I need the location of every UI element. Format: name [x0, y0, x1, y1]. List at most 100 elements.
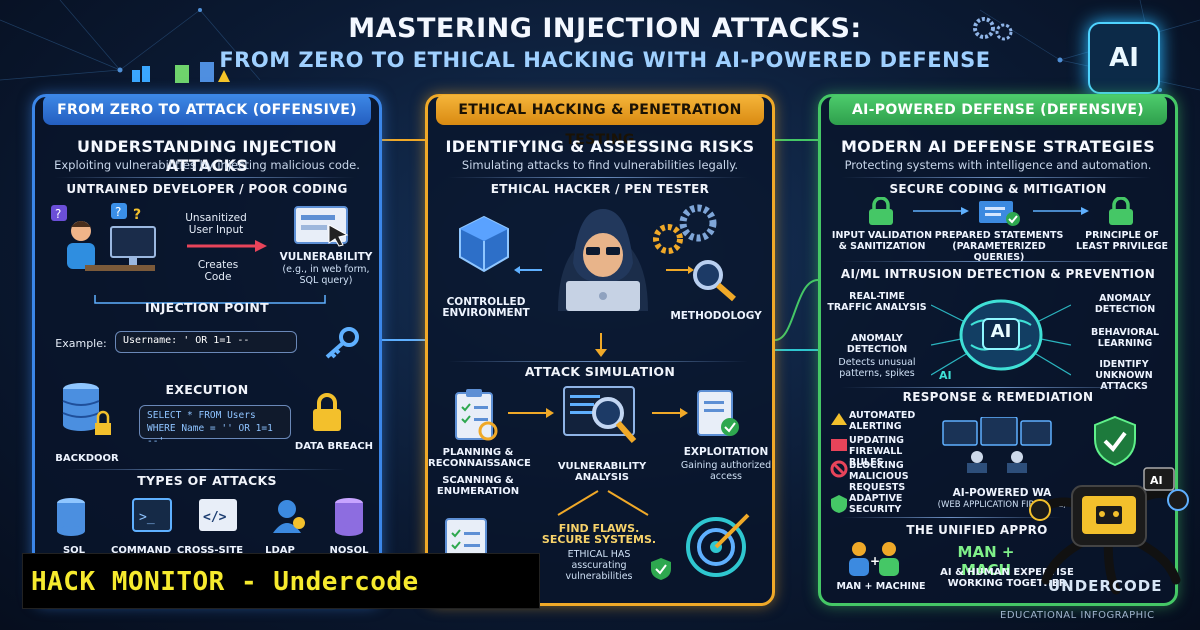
controlled-environment-label: CONTROLLED ENVIRONMENT	[442, 296, 530, 319]
vulnerability-scan-monitor-icon	[563, 386, 637, 443]
arrow-right-icon	[666, 266, 694, 274]
red-arrow-icon	[187, 240, 267, 252]
footer-caption: EDUCATIONAL INFOGRAPHIC	[1000, 610, 1155, 621]
arrow-down-icon	[595, 333, 607, 357]
svg-text:AI: AI	[1150, 474, 1163, 487]
shield-check-icon	[1094, 415, 1136, 467]
response-item-firewall: UPDATING FIREWALL RULES	[849, 435, 904, 468]
flow-return-arrow-icon	[94, 295, 326, 304]
ai-small-label: AI	[939, 369, 952, 382]
clipboard-plan-icon	[455, 389, 498, 441]
waf-label: AI-POWERED WA	[952, 487, 1052, 499]
connector-arrows-icon	[913, 207, 1089, 215]
find-flaws-label: FIND FLAWS. SECURE SYSTEMS.	[541, 522, 657, 546]
attack-type-ldap: LDAP	[265, 545, 295, 556]
tester-label: ETHICAL HACKER / PEN TESTER	[490, 182, 710, 196]
sql-database-icon	[57, 498, 85, 536]
waf-sub: (WEB APPLICATION FIREWALL)	[937, 500, 1067, 510]
response-item-blocking: BLOCKING MALICIOUS REQUESTS	[849, 460, 909, 493]
least-privilege-label: PRINCIPLE OF LEAST PRIVILEGE	[1075, 230, 1169, 252]
developer-label: UNTRAINED DEVELOPER / POOR CODING	[66, 182, 348, 196]
attack-type-command: COMMAND	[111, 545, 172, 556]
offensive-panel-heading: FROM ZERO TO ATTACK (OFFENSIVE)	[43, 95, 371, 125]
planning-label: PLANNING & RECONNAISSANCE	[428, 447, 531, 469]
padlock-icon	[313, 393, 341, 431]
ai-brain-label: AI	[990, 321, 1012, 342]
svg-text:?: ?	[133, 207, 141, 223]
gear-icon	[973, 17, 1013, 41]
security-operations-center-icon	[942, 417, 1052, 473]
undercode-brand: UNDERCODE	[1048, 577, 1163, 595]
padlock-green-icon	[869, 197, 893, 225]
vulnerability-sub: (e.g., in web form, SQL query)	[282, 264, 370, 286]
converging-arrows-icon	[557, 490, 649, 516]
human-expertise-label: AI & HUMAN EXPERTISE WORKING TOGETHER	[940, 567, 1074, 589]
document-warning-icon	[132, 62, 230, 83]
offensive-panel: FROM ZERO TO ATTACK (OFFENSIVE) UNDERSTA…	[32, 94, 382, 606]
injection-point-label: INJECTION POINT	[144, 300, 270, 315]
methodology-label: METHODOLOGY	[670, 310, 762, 322]
aiml-title: AI/ML INTRUSION DETECTION & PREVENTION	[840, 267, 1156, 281]
left-title: UNDERSTANDING INJECTION ATTACKS	[77, 137, 337, 175]
prepared-statement-doc-icon	[979, 201, 1020, 226]
man-machine-headline: MAN + MACH	[957, 543, 1015, 579]
exploitation-label: EXPLOITATION	[683, 446, 769, 458]
behavioral-learning-label: BEHAVIORAL LEARNING	[1090, 327, 1160, 349]
svg-text:+: +	[870, 554, 880, 568]
example-code: Username: ' OR 1=1 --	[115, 331, 297, 353]
vulnerability-title: VULNERABILITY	[279, 251, 373, 263]
ethical-hacking-panel: ETHICAL HACKING & PENETRATION TESTING ID…	[425, 94, 775, 606]
cross-site-code-icon: </>	[199, 499, 237, 531]
magnifier-icon	[693, 260, 736, 302]
cube-environment-icon	[459, 215, 509, 273]
svg-text:?: ?	[55, 207, 61, 221]
vulnerable-form-icon	[294, 206, 349, 247]
ai-chip-icon: AI	[1088, 22, 1160, 94]
attack-types-icons: >_ </>	[57, 498, 363, 536]
page-title: MASTERING INJECTION ATTACKS: FROM ZERO T…	[210, 12, 1000, 74]
types-of-attacks-title: TYPES OF ATTACKS	[137, 473, 277, 488]
ldap-hacker-icon	[273, 500, 305, 533]
sql-line-2: WHERE Name = '' OR 1=1 --'	[147, 423, 273, 447]
response-item-adaptive: ADAPTIVE SECURITY	[849, 493, 903, 515]
realtime-traffic-label: REAL-TIME TRAFFIC ANALYSIS	[827, 291, 927, 313]
svg-text:</>: </>	[203, 510, 227, 525]
flow-creates-label: Creates Code	[197, 259, 239, 283]
anomaly-detection-right-label: ANOMALY DETECTION	[1094, 293, 1156, 315]
input-validation-label: INPUT VALIDATION & SANITIZATION	[831, 230, 933, 252]
middle-title: IDENTIFYING & ASSESSING RISKS	[445, 137, 755, 156]
nosql-database-icon	[335, 498, 363, 536]
execution-label: EXECUTION	[165, 382, 249, 397]
backdoor-label: BACKDOOR	[55, 453, 119, 464]
response-title: RESPONSE & REMEDIATION	[902, 390, 1094, 404]
hack-monitor-banner: HACK MONITOR - Undercode	[22, 553, 540, 609]
gears-icon	[653, 204, 717, 254]
svg-text:>_: >_	[139, 510, 155, 525]
target-bullseye-icon	[686, 513, 750, 577]
flow-input-label: Unsanitized User Input	[185, 212, 247, 236]
man-machine-caption: MAN + MACHINE	[836, 581, 926, 592]
response-item-alerting: AUTOMATED ALERTING	[849, 410, 916, 432]
command-terminal-icon: >_	[132, 498, 172, 532]
exploitation-sub: Gaining authorized access	[680, 460, 772, 482]
ai-brain-icon	[931, 299, 1071, 376]
defensive-panel-heading: AI-POWERED DEFENSE (DEFENSIVE)	[829, 95, 1167, 125]
secure-coding-label: SECURE CODING & MITIGATION	[889, 182, 1107, 196]
database-breach-icon	[62, 383, 111, 435]
hooded-hacker-laptop-icon	[558, 209, 648, 311]
shield-check-icon	[651, 558, 671, 580]
arrow-right-icon	[508, 408, 554, 418]
arrow-left-icon	[514, 266, 542, 274]
example-label: Example:	[55, 337, 107, 350]
arrow-right-icon	[652, 408, 688, 418]
scanning-label: SCANNING & ENUMERATION	[436, 475, 520, 497]
anomaly-detection-left-label: ANOMALY DETECTION	[846, 333, 908, 355]
middle-subtitle: Simulating attacks to find vulnerabiliti…	[461, 158, 739, 172]
vulnerability-analysis-label: VULNERABILITY ANALYSIS	[557, 461, 647, 483]
right-title: MODERN AI DEFENSE STRATEGIES	[840, 137, 1156, 156]
exploitation-document-icon	[697, 390, 739, 436]
developer-at-computer-icon: ? ? ?	[51, 203, 156, 271]
left-subtitle: Exploiting vulnerabilities by injecting …	[54, 158, 360, 172]
sql-line-1: SELECT * FROM Users	[147, 410, 256, 421]
